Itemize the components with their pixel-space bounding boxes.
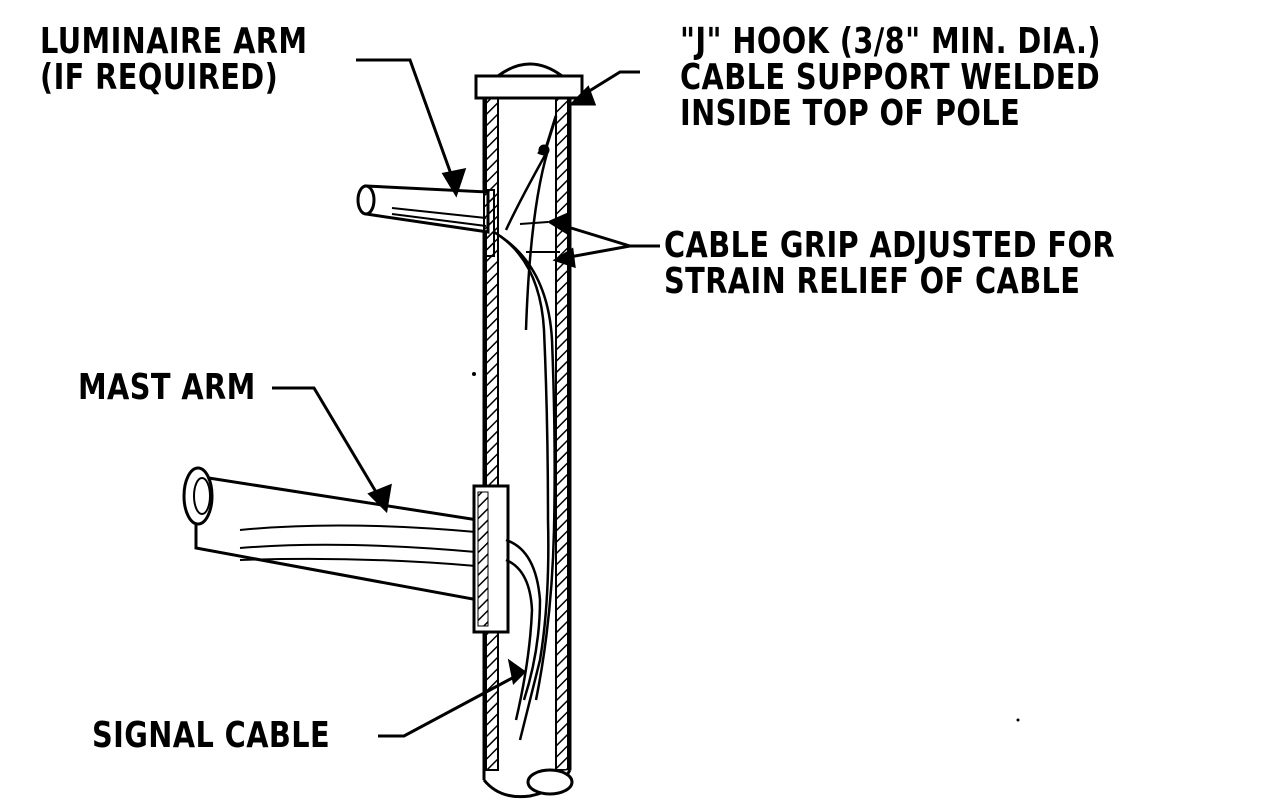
mast-arm-arrowhead [367, 483, 392, 514]
signal-cable-leader [378, 674, 517, 738]
luminaire-arm-leader [356, 58, 458, 189]
j-hook-label-line2: CABLE SUPPORT WELDED [680, 57, 1101, 98]
j-hook-label: "J" HOOK (3/8" MIN. DIA.) CABLE SUPPORT … [680, 24, 1101, 132]
j-hook-label-line3: INSIDE TOP OF POLE [680, 93, 1021, 134]
cable-grip-label-line2: STRAIN RELIEF OF CABLE [664, 261, 1081, 302]
cable-grip-leader-upper [557, 222, 660, 248]
j-hook-label-line1: "J" HOOK (3/8" MIN. DIA.) [680, 21, 1101, 62]
cable-grip [519, 221, 560, 253]
mast-arm-leader [272, 386, 384, 503]
signal-cable-label-line1: SIGNAL CABLE [92, 715, 331, 756]
luminaire-arm-arrowhead [441, 168, 467, 198]
mast-arm [182, 466, 510, 634]
j-hook-arrowhead [568, 85, 597, 106]
j-hook [537, 115, 558, 156]
luminaire-arm [356, 184, 495, 257]
pole-cap [474, 62, 584, 100]
luminaire-arm-label-line1: LUMINAIRE ARM [40, 21, 308, 62]
luminaire-arm-label-line2: (IF REQUIRED) [40, 57, 279, 98]
pole [482, 97, 574, 799]
pole-right-wall [555, 97, 569, 771]
cable-grip-arrowhead-lower [552, 247, 576, 269]
j-hook-leader [577, 70, 640, 100]
signal-cable-label: SIGNAL CABLE [92, 718, 330, 754]
mast-arm-label-line1: MAST ARM [78, 367, 256, 408]
mast-arm-label: MAST ARM [78, 370, 256, 406]
cable-grip-arrowhead-upper [546, 211, 570, 235]
signal-cable-arrowhead [507, 658, 527, 686]
leader-lines [272, 58, 660, 738]
luminaire-arm-label: LUMINAIRE ARM (IF REQUIRED) [40, 24, 307, 96]
signal-cable [493, 149, 556, 741]
cable-grip-leader-lower [563, 244, 631, 260]
cable-grip-label-line1: CABLE GRIP ADJUSTED FOR [664, 225, 1115, 266]
cable-grip-label: CABLE GRIP ADJUSTED FOR STRAIN RELIEF OF… [664, 228, 1115, 300]
